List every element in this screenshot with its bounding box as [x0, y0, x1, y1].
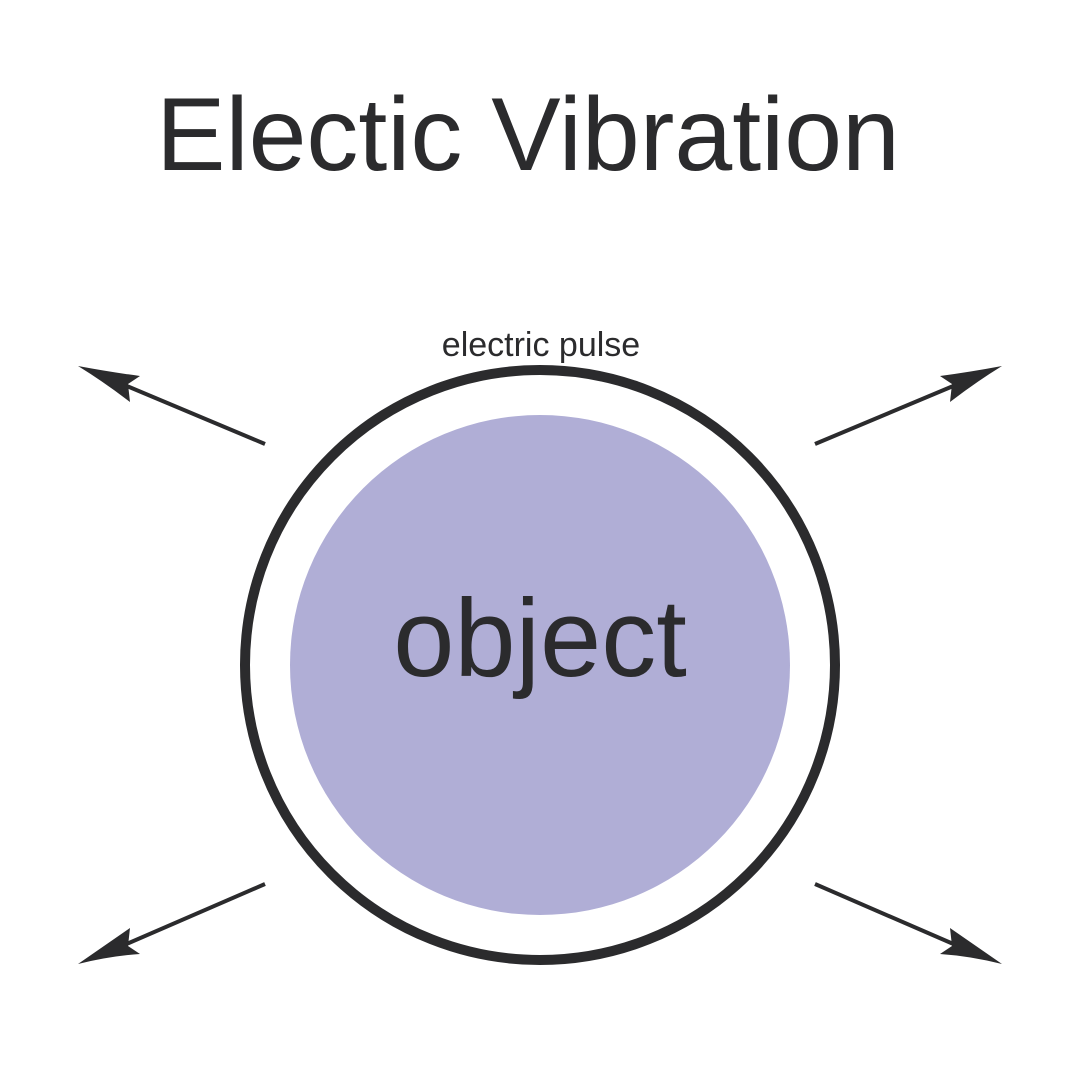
arrow-down-left-icon	[78, 882, 266, 964]
object-label: object	[393, 577, 687, 700]
arrow-up-right-icon	[814, 366, 1002, 446]
object-disc	[290, 415, 790, 915]
arrow-down-right-icon	[814, 882, 1002, 964]
diagram-title: Electic Vibration	[156, 77, 900, 193]
arrow-up-left-icon	[78, 366, 266, 446]
pulse-label: electric pulse	[442, 326, 640, 364]
pulse-ring	[240, 365, 840, 965]
